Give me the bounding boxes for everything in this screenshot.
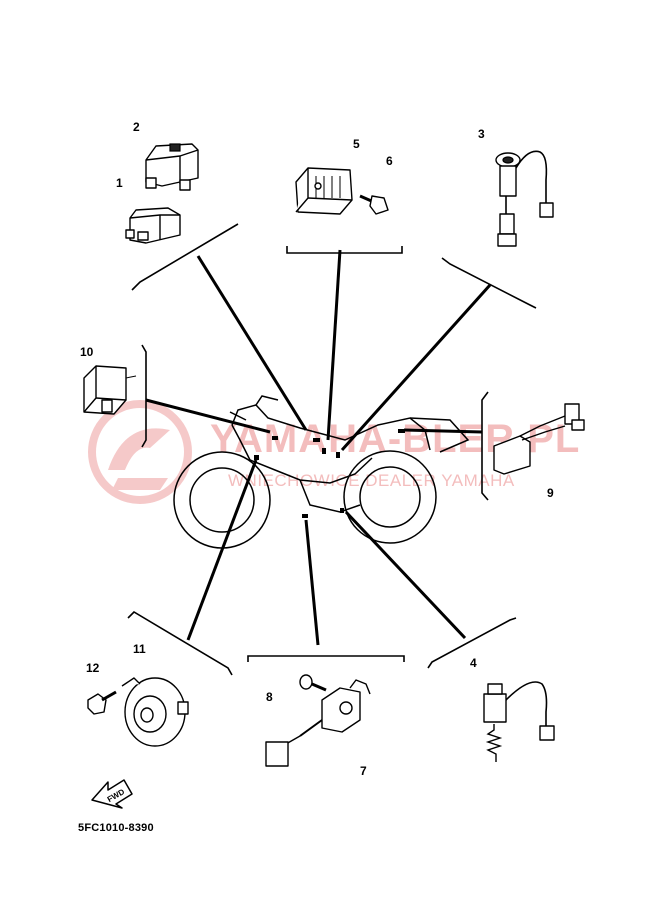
callout-5: 5 [353, 137, 360, 151]
leader-lines [145, 249, 492, 646]
bolt-part-12 [87, 690, 117, 715]
callout-7: 7 [360, 764, 367, 778]
relay-part-2 [145, 143, 199, 191]
screw-part-8 [299, 674, 327, 692]
connector-part-9 [493, 403, 585, 475]
sidestand-switch-part-7 [265, 679, 371, 767]
callout-4: 4 [470, 656, 477, 670]
callout-2: 2 [133, 120, 140, 134]
group-brackets [127, 223, 537, 676]
relay-part-1 [125, 207, 181, 244]
fwd-arrow-icon: FWD [91, 779, 133, 809]
callout-3: 3 [478, 127, 485, 141]
watermark-tagline: WNIECHOWICE DEALER YAMAHA [228, 471, 515, 490]
callout-10: 10 [80, 345, 94, 359]
switch-part-4 [483, 681, 555, 762]
callout-6: 6 [386, 154, 393, 168]
callout-9: 9 [547, 486, 554, 500]
watermark-logo [88, 400, 192, 504]
bolt-part-6 [359, 194, 389, 215]
callout-1: 1 [116, 176, 123, 190]
callout-12: 12 [86, 661, 100, 675]
callout-11: 11 [133, 642, 146, 656]
location-markers [254, 429, 405, 518]
callout-labels: 1 2 3 4 5 6 7 8 9 10 11 12 [80, 120, 554, 778]
switch-part-3 [495, 150, 554, 247]
rectifier-part-5 [295, 167, 353, 215]
flasher-part-10 [83, 365, 137, 415]
horn-part-11 [121, 677, 189, 747]
drawing-code: 5FC1010-8390 [78, 822, 154, 834]
motorcycle-outline [173, 395, 470, 549]
callout-8: 8 [266, 690, 273, 704]
